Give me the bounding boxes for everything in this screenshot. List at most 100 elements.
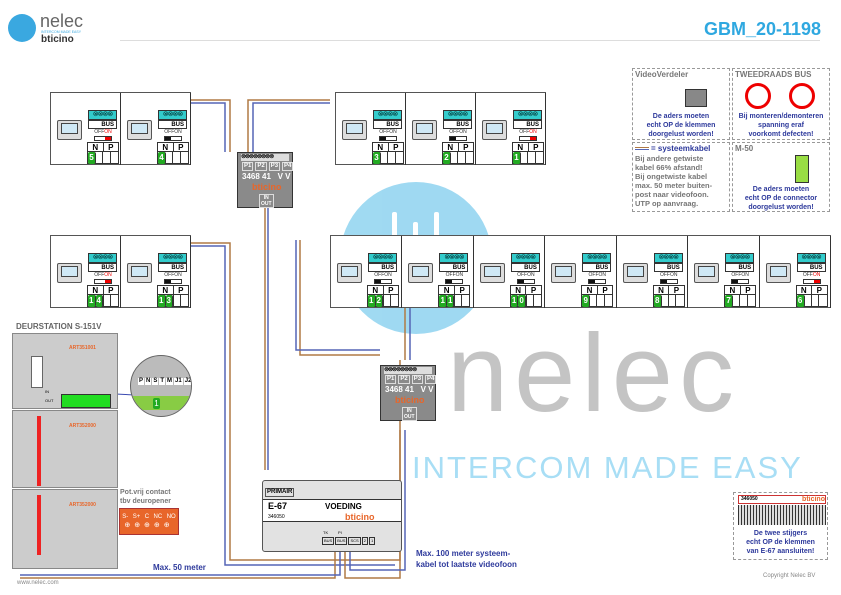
website[interactable]: www.nelec.com [17, 580, 59, 586]
off-label: OFF [94, 129, 105, 135]
port-label: P2 [398, 375, 410, 384]
on-label: ON [741, 272, 749, 278]
port-label: P3 [268, 162, 281, 171]
brand-label: bticino [395, 395, 425, 405]
on-label: ON [174, 272, 182, 278]
contact-terminal-label: S+ [132, 514, 141, 520]
termination-switch[interactable]: OFFON [446, 130, 470, 141]
info-line: Bij ongetwiste kabel [635, 172, 708, 181]
termination-switch[interactable]: OFFON [800, 273, 824, 284]
n-label: N [88, 143, 104, 152]
magnifier-terminal-label: N [145, 378, 152, 385]
brand-label: bticino [252, 182, 282, 192]
termination-switch[interactable]: OFFON [161, 130, 185, 141]
unit-number: 3 [373, 152, 381, 164]
info-line: doorgelust worden! [648, 131, 714, 138]
magnifier-terminal-label: J2 [183, 378, 192, 385]
info-line: doorgelust worden! [748, 204, 814, 211]
off-label: OFF [374, 272, 385, 278]
info-line: Bij monteren/demonteren [738, 113, 824, 120]
logo-name: nelec [40, 11, 84, 31]
monitor-icon [57, 263, 82, 283]
termination-switch[interactable]: OFFON [91, 273, 115, 284]
unit-number: 0 [518, 295, 526, 307]
unit-number: 7 [725, 295, 734, 307]
p-label: P [393, 143, 399, 152]
monitor-icon [622, 263, 648, 283]
termination-switch[interactable]: OFFON [657, 273, 681, 284]
magnifier-terminal-label: S [152, 378, 159, 385]
termination-switch[interactable]: OFFON [516, 130, 540, 141]
terminal-block: ⊗⊗⊗⊗ [158, 110, 187, 120]
contact-terminal-label: NC [153, 514, 163, 520]
termination-switch[interactable]: OFFON [442, 273, 466, 284]
unit-number: 4 [158, 152, 166, 164]
magnifier-terminal-label: M [166, 378, 174, 385]
termination-switch[interactable]: OFFON [91, 130, 115, 141]
p-label: P [533, 143, 539, 152]
n-label: N [654, 286, 670, 295]
door-station-module-1: ART351001 IN OUT [12, 333, 118, 409]
on-label: ON [389, 129, 397, 135]
on-label: ON [598, 272, 607, 278]
contact-title-2: tbv deuropener [120, 498, 171, 505]
termination-switch[interactable]: OFFON [728, 273, 752, 284]
monitor-icon [479, 263, 505, 283]
info-line: De aders moeten [652, 113, 710, 120]
p-label: P [108, 286, 114, 295]
p-label: P [602, 286, 608, 295]
termination-switch[interactable]: OFFON [514, 273, 538, 284]
bus-label: BUS [158, 120, 187, 129]
unit-number: 3 [165, 295, 173, 307]
unit-number: 1 [368, 295, 376, 307]
power-terminal-label: SCS [348, 537, 361, 545]
monitor-icon [412, 120, 437, 140]
n-label: N [373, 143, 389, 152]
videoverdeler-icon [685, 89, 707, 107]
termination-switch[interactable]: OFFON [161, 273, 185, 284]
unit-number: 4 [95, 295, 103, 307]
on-label: ON [669, 272, 678, 278]
terminal-block [61, 394, 111, 408]
document-code: GBM_20-1198 [704, 19, 822, 39]
p-label: P [178, 286, 184, 295]
n-label: N [439, 286, 455, 295]
unit-number: 1 [158, 295, 166, 307]
tk-label: TK [323, 530, 329, 535]
unit-number: 5 [88, 152, 96, 164]
magnifier-terminal-label: T [159, 378, 166, 385]
n-label: N [513, 143, 529, 152]
termination-switch[interactable]: OFFON [371, 273, 395, 284]
splitter-terminals: ⊗⊗⊗⊗⊗⊗⊗⊗ [241, 154, 289, 161]
terminal-block: ⊗⊗⊗⊗ [368, 253, 397, 263]
logo-icon [8, 14, 36, 42]
off-label: OFF [519, 129, 530, 135]
termination-switch[interactable]: OFFON [376, 130, 400, 141]
monitor-icon [694, 263, 720, 283]
no-plug-icon [745, 83, 771, 109]
n-label: N [797, 286, 813, 295]
n-label: N [443, 143, 459, 152]
unit-number: 1 [446, 295, 455, 307]
monitor-icon [127, 263, 152, 283]
product-code: 346050 [268, 514, 285, 520]
module-code: ART352000 [69, 423, 96, 429]
n-label: N [511, 286, 527, 295]
magnifier-terminal-label: P [138, 378, 145, 385]
on-label: ON [384, 272, 392, 278]
monitor-icon [342, 120, 367, 140]
termination-switch[interactable]: OFFON [585, 273, 609, 284]
terminal-block: ⊗⊗⊗⊗ [796, 253, 826, 263]
info-line: UTP op aanvraag. [635, 199, 699, 208]
